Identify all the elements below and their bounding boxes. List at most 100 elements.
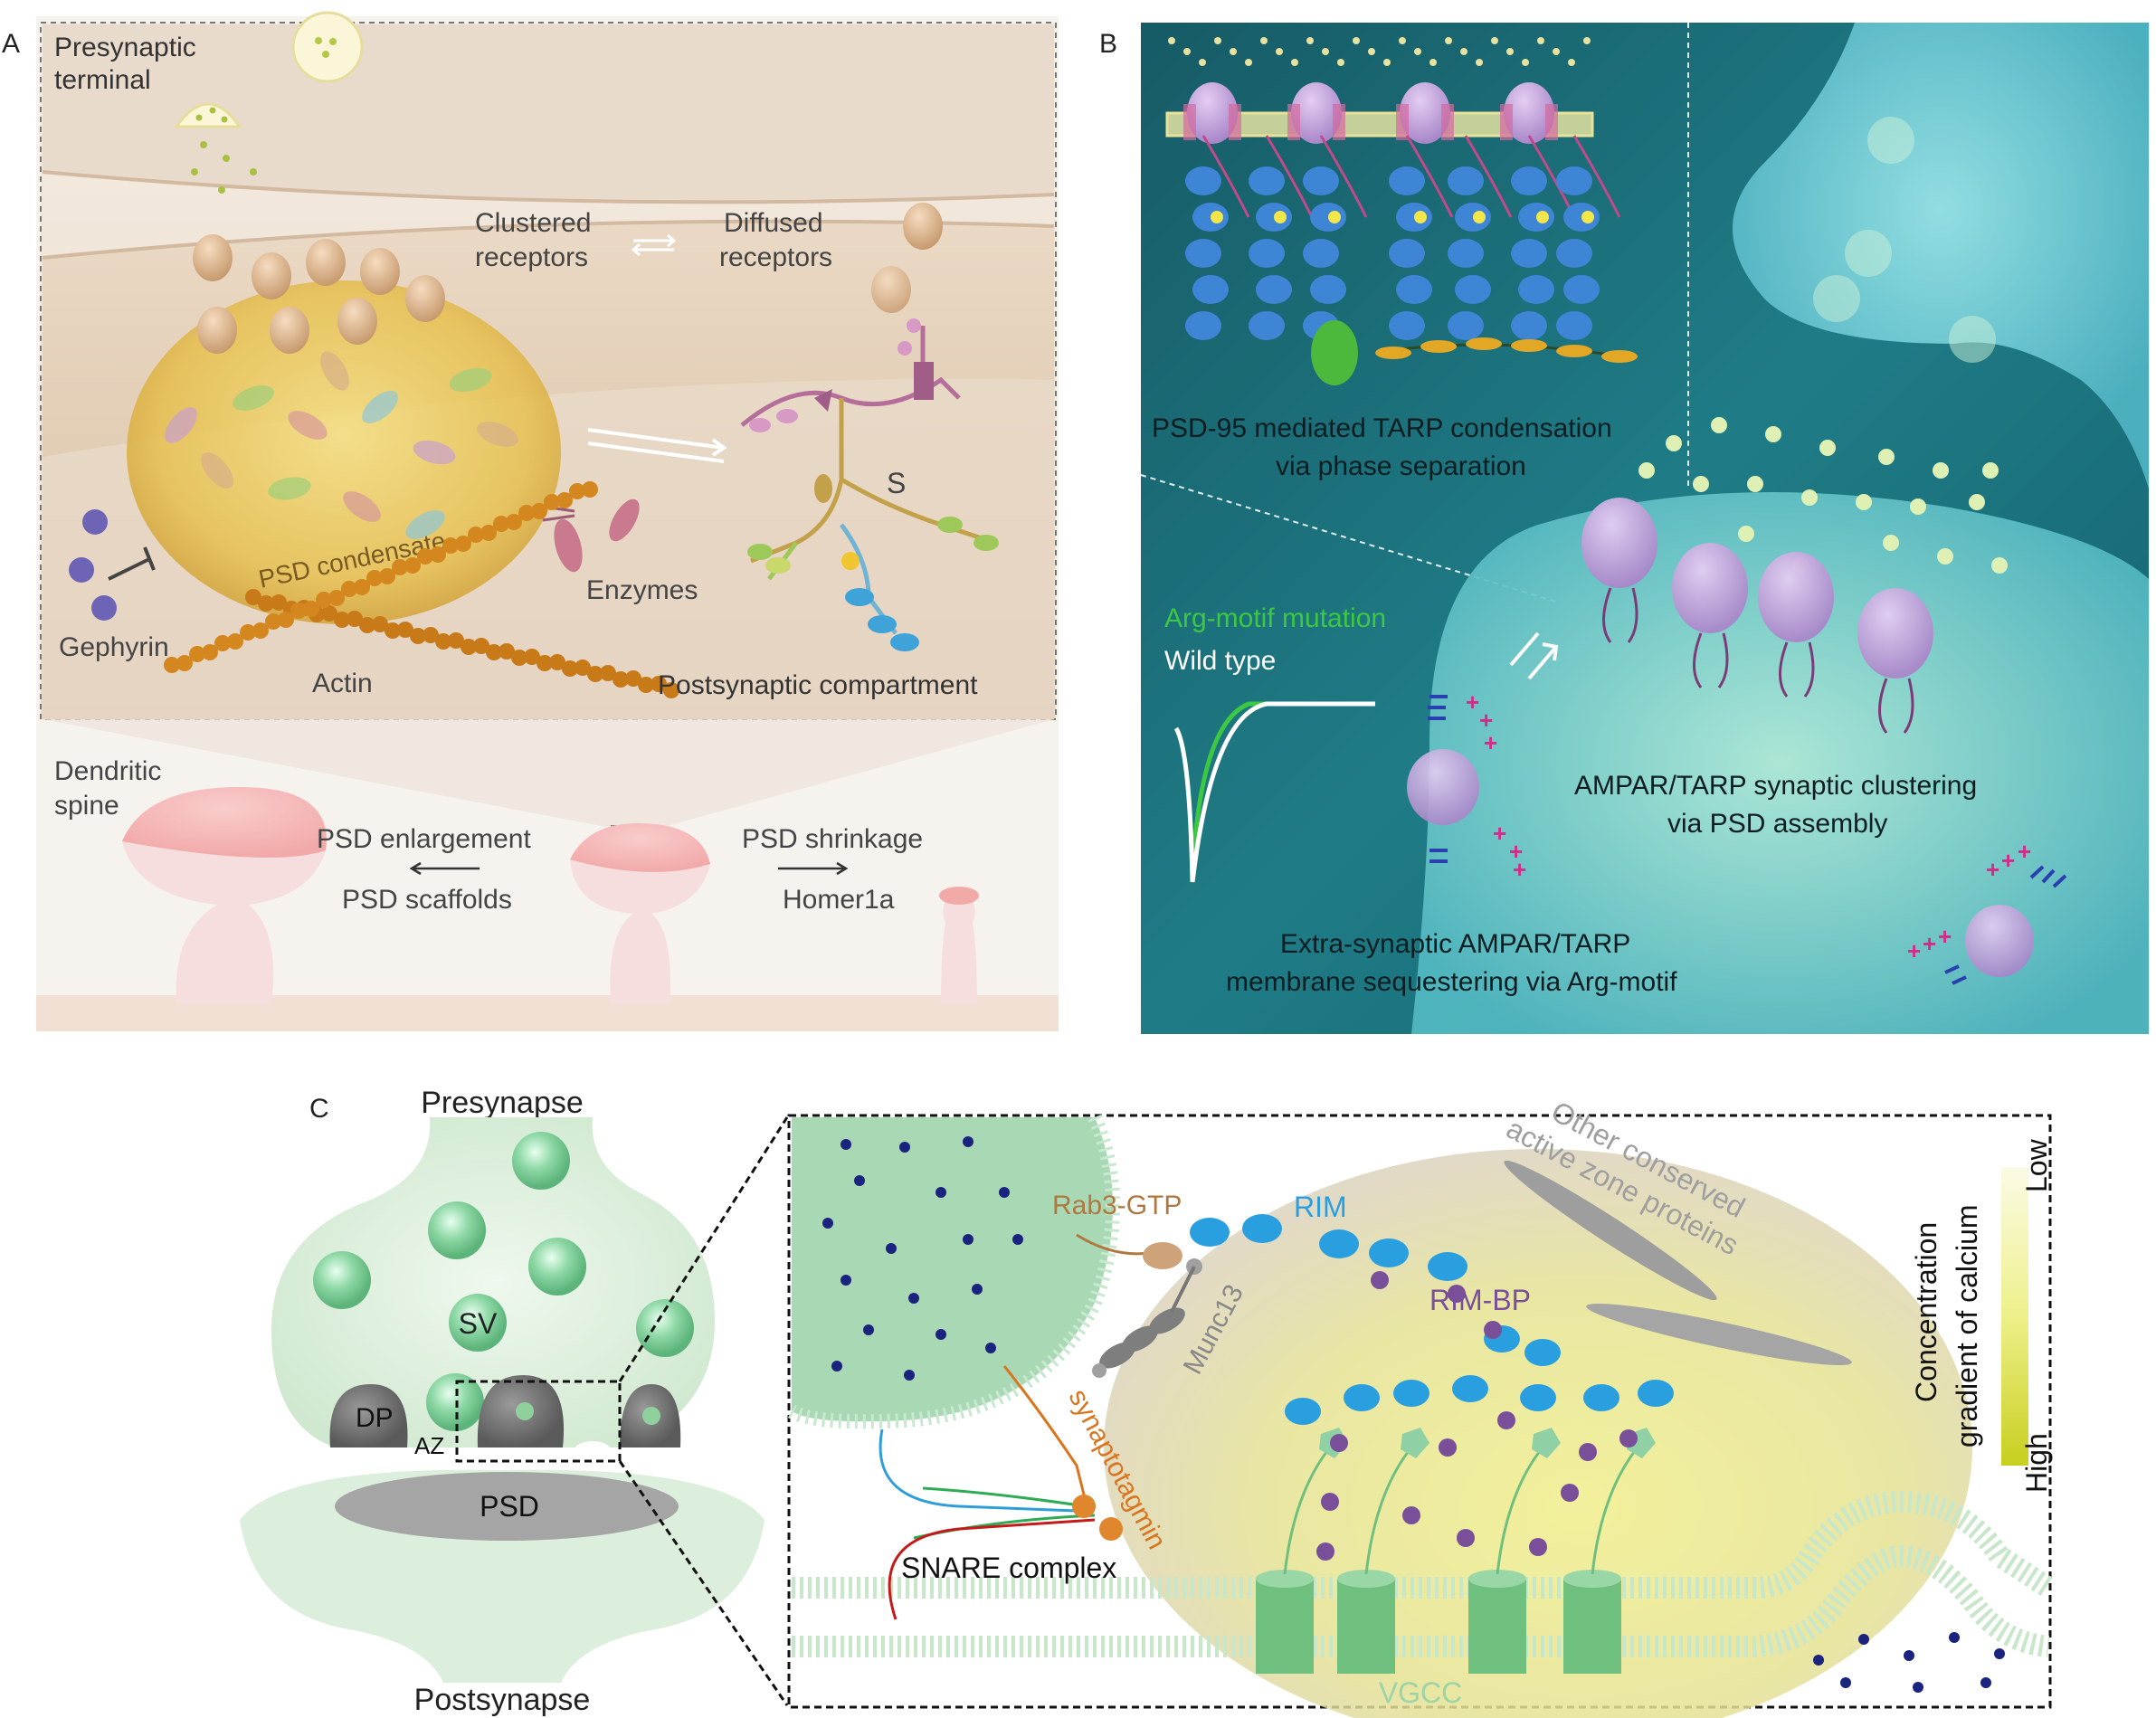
actin-bead [245, 589, 261, 605]
zoom-source-box-c [455, 1380, 622, 1463]
enzymes [542, 498, 640, 573]
exchange-arrows-scaffolds [587, 428, 727, 463]
svg-text:+: + [1466, 688, 1479, 716]
glutamate-dot [1383, 59, 1391, 66]
actin-bead [473, 638, 489, 654]
neurotransmitter-dot [841, 1275, 851, 1286]
actin-bead [385, 622, 401, 639]
glutamate-dot [1937, 548, 1953, 565]
glutamate-dot [1353, 37, 1360, 44]
neurotransmitter-dot [904, 1370, 915, 1381]
neurotransmitter-dot [841, 1139, 851, 1150]
rab3-gtp [1076, 1233, 1182, 1269]
actin-bead [372, 616, 388, 632]
rim-bp-domain [1402, 1506, 1420, 1524]
fusion-pore [575, 1441, 611, 1459]
presynaptic-terminal-label: Presynaptic terminal [54, 33, 204, 95]
glutamate-dot [1476, 59, 1483, 66]
rim-domain [1638, 1380, 1674, 1407]
tarp-tail [1572, 135, 1621, 218]
vgcc-tail [1364, 1447, 1413, 1575]
glutamate-dot [1199, 59, 1206, 66]
vgcc-channel-top [1256, 1570, 1314, 1588]
actin-bead [347, 611, 363, 627]
actin-bead [569, 483, 585, 499]
tarp-receptor [1504, 82, 1554, 144]
neurotransmitter-dot [972, 1284, 983, 1295]
actin-bead [442, 537, 459, 554]
zoom-funnel [43, 719, 1054, 828]
actin-bead [625, 670, 641, 687]
presynaptic-membrane [42, 170, 1055, 204]
glutamate-dot [1711, 417, 1727, 433]
tarp-subunit [1287, 104, 1300, 140]
actin-bead [663, 682, 679, 698]
actin-bead [189, 646, 205, 662]
glutamate-dot [1910, 498, 1926, 515]
actin-bead [271, 594, 287, 611]
az-label: AZ [414, 1432, 444, 1459]
actin-bead [549, 654, 565, 670]
neurotransmitter-dot [963, 1234, 974, 1245]
actin-filaments [164, 481, 679, 698]
actin-bead [600, 665, 616, 681]
presynaptic-bouton-c [271, 1117, 715, 1447]
actin-bead [164, 657, 180, 673]
glutamate-dot [1414, 48, 1421, 55]
psd95-domain [1389, 311, 1425, 340]
rim-domain [1428, 1252, 1467, 1281]
tarp-tail [1464, 135, 1513, 218]
glutamate-dot [1214, 37, 1221, 44]
tarp-tail [1405, 135, 1454, 218]
psd95-domain [1303, 239, 1339, 268]
synaptotagmin [1002, 1365, 1123, 1541]
actin-bead [423, 627, 439, 643]
ligand-dot [1414, 211, 1427, 223]
green-protein [1311, 320, 1358, 385]
rim-bp-domain [1484, 1321, 1502, 1339]
psd-enlargement-label: PSD enlargement [317, 824, 531, 854]
actin-bead [379, 568, 395, 584]
svg-text:+: + [1513, 856, 1526, 883]
rim-bp-domain [1579, 1443, 1597, 1461]
presynaptic-bouton [1733, 23, 2149, 489]
tarp-tail [1602, 587, 1612, 643]
medium-spine [570, 823, 710, 1004]
neurotransmitter-dot [899, 1142, 910, 1153]
neurotransmitter-dot [854, 1175, 865, 1186]
glutamate-dot [1765, 426, 1781, 442]
exchange-arrows-receptors [631, 233, 677, 257]
psd-label: PSD [480, 1490, 539, 1523]
synaptic-clustering-label: AMPAR/TARP synaptic clustering via PSD a… [1574, 771, 1985, 839]
ligand-dot [1328, 211, 1341, 223]
psd-scaffolds-label: PSD scaffolds [342, 885, 512, 915]
actin-bead [562, 660, 578, 677]
glutamate-dot [1991, 557, 2008, 574]
small-spine [939, 887, 979, 1004]
neurotransmitter-dot [985, 1343, 996, 1353]
vgcc-pdz [1401, 1428, 1429, 1458]
glutamate-dot [1429, 59, 1437, 66]
cleft-dots [1813, 1632, 2005, 1693]
actin-bead [278, 612, 294, 628]
rim-bp-domain [1316, 1542, 1334, 1561]
panel-b-letter: B [1099, 29, 1117, 59]
arg-motif-mutation-label: Arg-motif mutation [1164, 603, 1386, 633]
actin-bead [214, 635, 231, 651]
glutamate-dot [1693, 476, 1709, 492]
svg-text:+: + [1938, 923, 1952, 950]
actin-bead [493, 516, 509, 532]
vesicle-membrane [787, 1114, 1120, 1429]
ampar-extrasynaptic-right: +++ +++ [1907, 838, 2067, 985]
actin-bead [417, 548, 433, 565]
diffused-receptors [871, 203, 943, 313]
glutamate-dot [1583, 37, 1591, 44]
panel-b: B PSD-95 mediated TARP condensation via … [1099, 23, 2149, 1034]
actin-bead [511, 650, 527, 666]
glutamate-dot [1368, 48, 1375, 55]
ampar-receptor [1857, 588, 1933, 679]
psd95-domain [1563, 275, 1600, 304]
rim-domain [1583, 1384, 1619, 1411]
gradient-title-line1: Concentration [1910, 1222, 1942, 1402]
neurotransmitter-dot [886, 1243, 897, 1254]
